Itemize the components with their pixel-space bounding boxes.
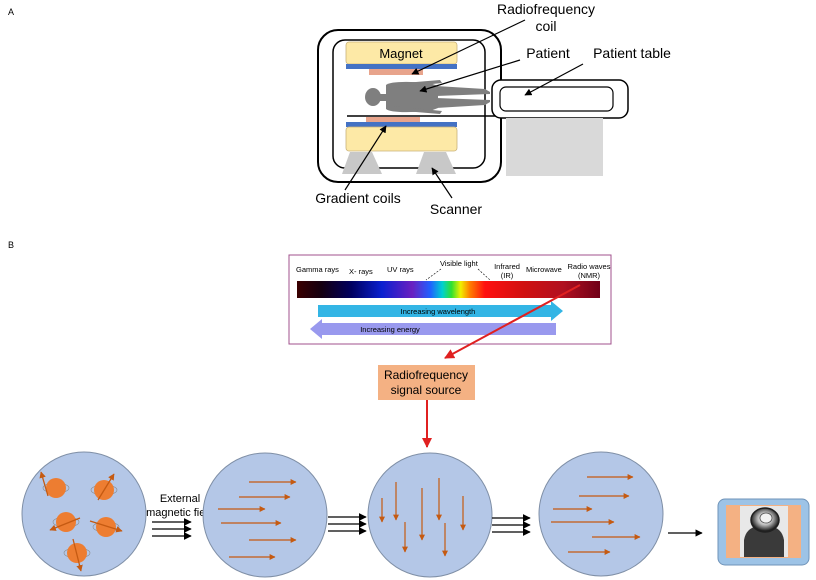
spectrum-label-uv: UV rays	[387, 265, 414, 274]
spectrum-label-gamma: Gamma rays	[296, 265, 339, 274]
spins-excited	[379, 478, 466, 557]
energy-arrow-label: Increasing energy	[360, 325, 420, 334]
panel-a-label: A	[8, 7, 14, 17]
field-arrows-2	[328, 513, 367, 535]
visible-bracket-right	[477, 268, 491, 281]
field-arrows-3	[492, 514, 531, 536]
spin-circle-excited	[367, 452, 493, 578]
spectrum-label-infrared-line2: (IR)	[501, 271, 514, 280]
gradient-coil-top	[346, 64, 457, 69]
gradient-coil-bottom	[346, 122, 457, 127]
rf-coil-label-line1: Radiofrequency	[497, 1, 595, 17]
patient-label: Patient	[526, 45, 570, 61]
patient-pointer	[419, 59, 521, 93]
patient-table-pointer	[524, 63, 584, 96]
external-field-line2: magnetic field	[146, 507, 214, 519]
patient-table-label: Patient table	[593, 45, 671, 61]
spins-aligned	[218, 479, 297, 560]
scanner-pointer	[431, 167, 453, 199]
spectrum-label-visible: Visible light	[440, 259, 479, 268]
spectrum-label-radio-line2: (NMR)	[578, 271, 601, 280]
rf-coil-pointer	[411, 19, 526, 75]
mri-scan-image	[740, 506, 788, 557]
protons-random	[39, 471, 123, 572]
magnet-bottom	[345, 126, 458, 152]
spectrum-label-xray: X- rays	[349, 267, 373, 276]
rf-signal-source-box	[378, 365, 475, 400]
visible-bracket-left	[425, 268, 442, 281]
spin-circle-relaxed	[538, 451, 664, 577]
patient-table-inner	[499, 86, 614, 112]
rf-coil-top	[369, 69, 423, 75]
spectrum-label-microwave: Microwave	[526, 265, 562, 274]
external-field-line1: External	[160, 493, 200, 505]
scanner-foot-right	[416, 152, 456, 174]
magnet-label: Magnet	[379, 46, 423, 61]
gradient-coils-label: Gradient coils	[315, 190, 401, 206]
wavelength-arrow-label: Increasing wavelength	[401, 307, 476, 316]
rf-signal-source-line2: signal source	[391, 383, 462, 397]
spin-circle-aligned	[202, 452, 328, 578]
wavelength-arrow	[318, 301, 563, 321]
rf-coil-label-line2: coil	[535, 18, 556, 34]
spins-relaxed	[551, 474, 641, 555]
rf-signal-source-line1: Radiofrequency	[384, 368, 468, 382]
rf-coil-bottom	[366, 117, 420, 122]
panel-b-label: B	[8, 240, 14, 250]
radio-to-source-arrow	[444, 284, 581, 359]
energy-arrow	[310, 319, 556, 339]
spectrum-label-infrared-line1: Infrared	[494, 262, 520, 271]
patient-table-base	[506, 118, 603, 176]
field-arrows-1	[152, 518, 192, 540]
gradient-coils-pointer	[344, 125, 387, 191]
spectrum-label-radio-line1: Radio waves	[568, 262, 611, 271]
scanner-label: Scanner	[430, 201, 482, 217]
spectrum-bar	[297, 281, 600, 298]
